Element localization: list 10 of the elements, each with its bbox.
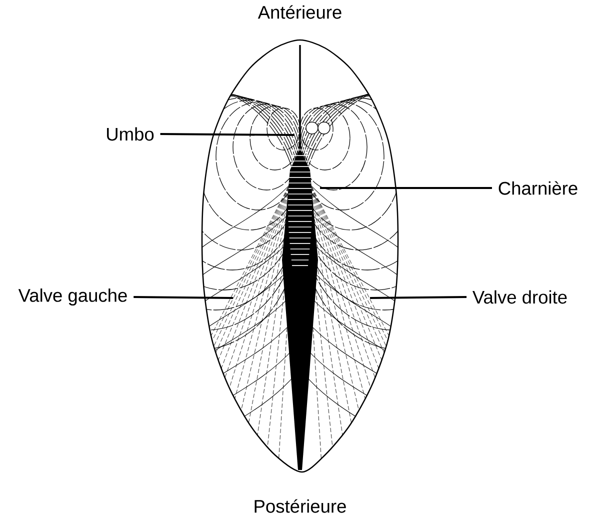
leader-line bbox=[320, 187, 492, 189]
part-label: Umbo bbox=[107, 127, 154, 141]
orientation-label: Antérieure bbox=[258, 5, 342, 19]
part-label: Charnière bbox=[498, 181, 578, 195]
part-label: Valve droite bbox=[472, 290, 567, 304]
leader-line bbox=[370, 296, 467, 299]
leader-line bbox=[160, 133, 294, 136]
leader-line bbox=[134, 296, 234, 299]
part-label: Valve gauche bbox=[18, 288, 127, 306]
orientation-label: Postérieure bbox=[254, 499, 346, 513]
